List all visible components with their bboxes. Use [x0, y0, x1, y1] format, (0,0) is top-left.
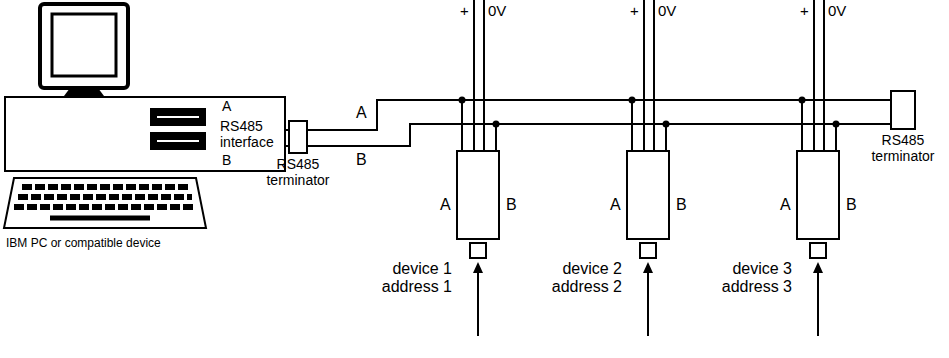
terminator-label: RS485 terminator [864, 132, 942, 164]
bus-wire [308, 100, 890, 130]
drive-slot [157, 140, 199, 142]
supply-name: + [800, 2, 809, 19]
supply-name: + [460, 2, 469, 19]
arrow-head [643, 262, 653, 273]
monitor-stand [64, 88, 104, 96]
arrow-head [473, 262, 483, 273]
key-row [22, 184, 188, 190]
signal-name: B [506, 196, 517, 214]
interface-label: RS485 interface [220, 118, 282, 150]
sensor-connector [640, 243, 656, 258]
supply-name: 0V [488, 2, 506, 19]
signal-name: B [356, 151, 367, 169]
drive-slot [157, 116, 199, 118]
keyboard [4, 178, 206, 228]
input-arrow [647, 270, 649, 336]
drive-bay [150, 132, 206, 150]
device-box: device 1 address 1 [456, 150, 500, 240]
signal-name: A [356, 104, 367, 122]
device-label: device 1 address 1 [374, 260, 452, 296]
key-row [14, 204, 196, 210]
key-row [18, 194, 192, 200]
signal-name: B [222, 152, 231, 168]
signal-name: A [610, 196, 621, 214]
device-label: device 3 address 3 [714, 260, 792, 296]
power-wire [813, 0, 815, 150]
rs485-terminator: RS485 terminator [288, 120, 308, 154]
signal-name: A [440, 196, 451, 214]
space-bar [50, 216, 150, 221]
supply-name: + [630, 2, 639, 19]
signal-name: A [222, 98, 231, 114]
sensor-connector [810, 243, 826, 258]
rs485-terminator: RS485 terminator [890, 90, 916, 130]
signal-name: B [676, 196, 687, 214]
ground-wire [823, 0, 825, 150]
drive-bay [150, 108, 206, 126]
supply-name: 0V [828, 2, 846, 19]
device-box: device 3 address 3 [796, 150, 840, 240]
ground-wire [483, 0, 485, 150]
device-box: device 2 address 2 [626, 150, 670, 240]
terminator-label: RS485 terminator [259, 156, 337, 188]
signal-name: B [846, 196, 857, 214]
supply-name: 0V [658, 2, 676, 19]
monitor-frame [40, 4, 128, 88]
pc-system-unit: RS485 interface [4, 96, 286, 172]
arrow-head [813, 262, 823, 273]
bus-wire [308, 124, 890, 146]
signal-name: A [780, 196, 791, 214]
sensor-connector [470, 243, 486, 258]
input-arrow [817, 270, 819, 336]
device-label: device 2 address 2 [544, 260, 622, 296]
power-wire [473, 0, 475, 150]
power-wire [643, 0, 645, 150]
monitor-screen [52, 14, 116, 76]
input-arrow [477, 270, 479, 336]
ground-wire [653, 0, 655, 150]
caption-label: IBM PC or compatible device [6, 236, 161, 250]
